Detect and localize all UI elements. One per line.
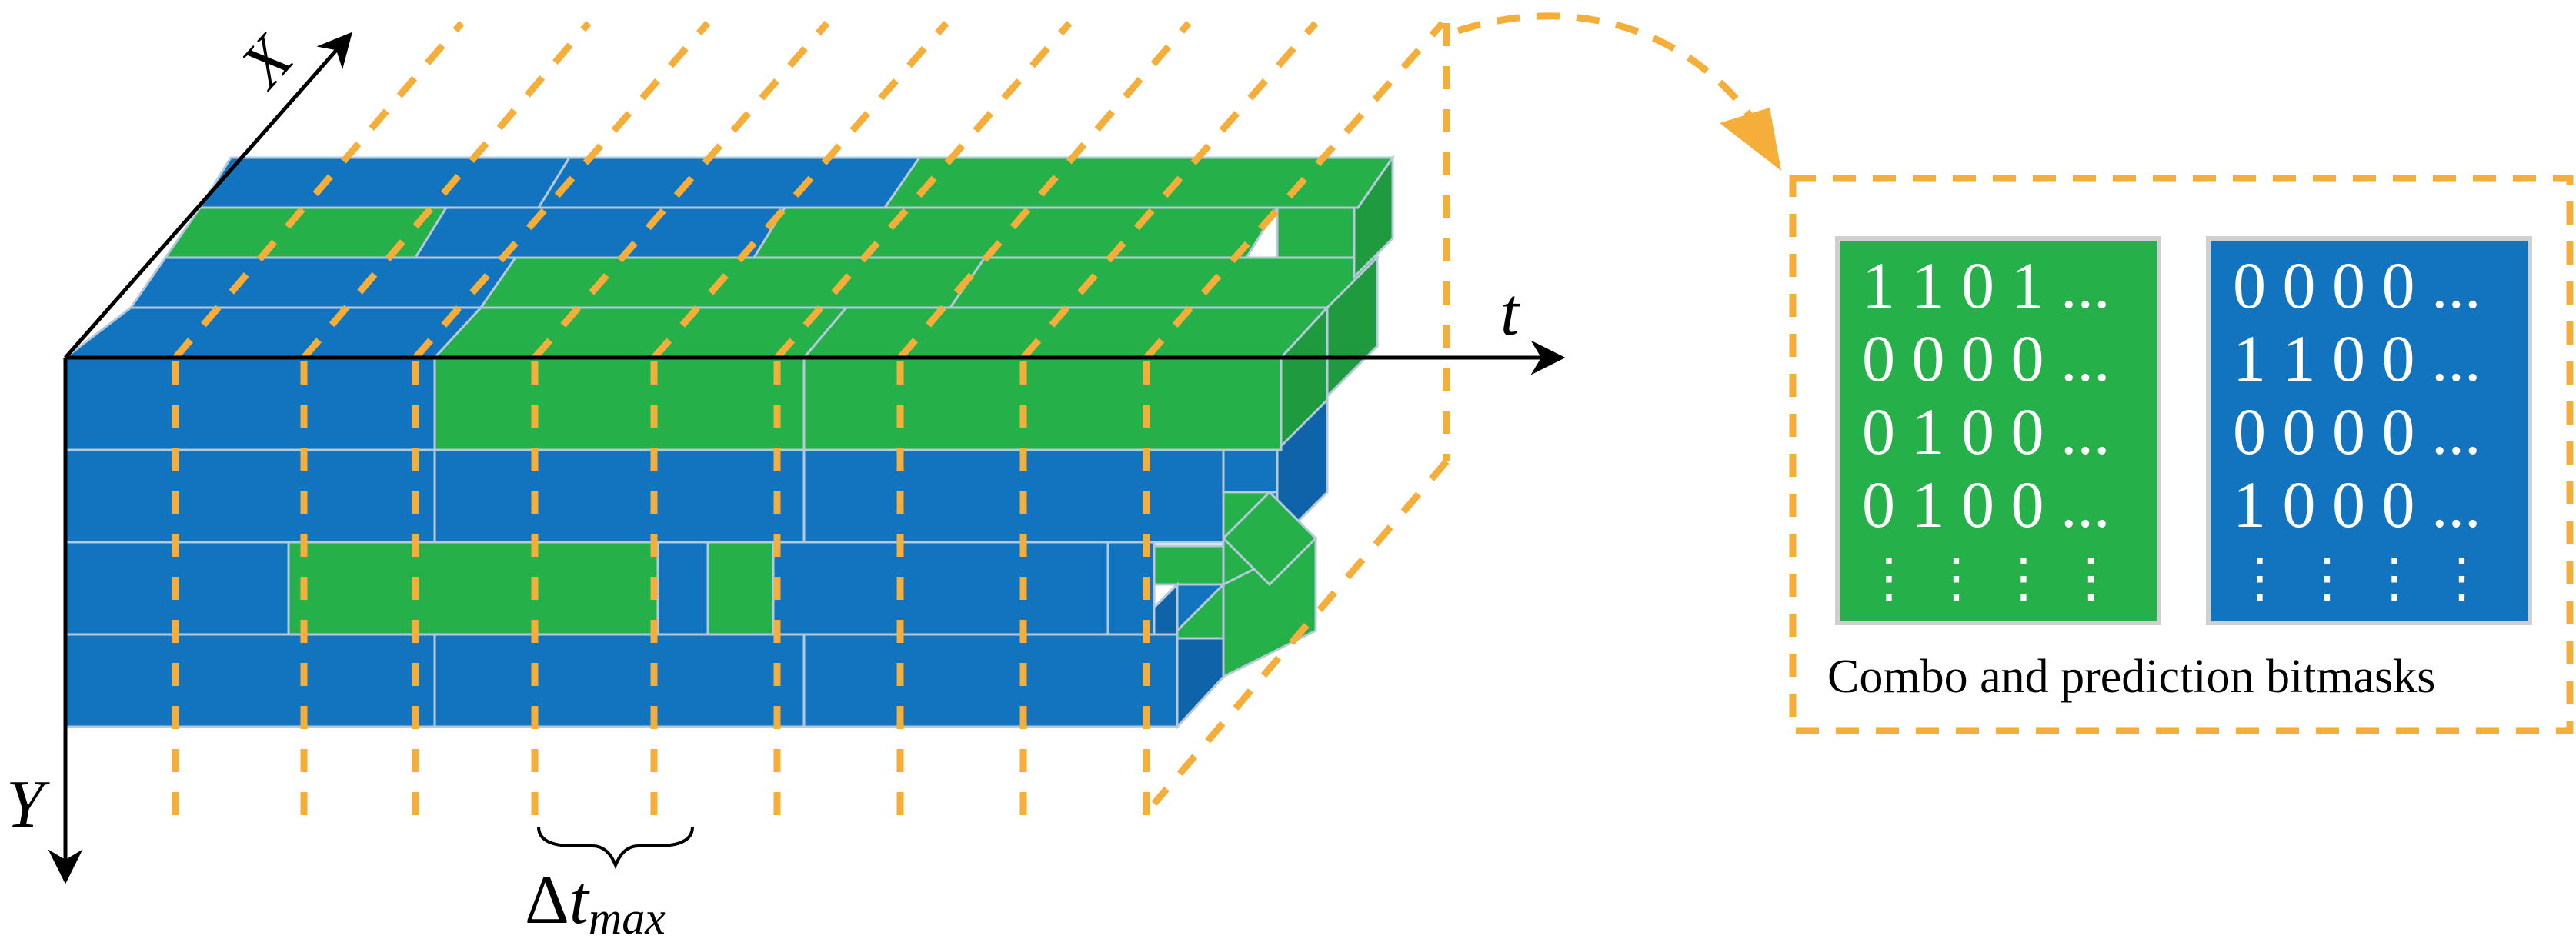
combo-row: 0 1 0 0 ...: [1862, 395, 2111, 468]
top-tile: [413, 206, 787, 259]
combo-dots: ⋮ ⋮ ⋮ ⋮: [1862, 549, 2118, 608]
prediction-row: 1 1 0 0 ...: [2233, 321, 2481, 395]
top-tile: [801, 306, 1330, 359]
prediction-dots: ⋮ ⋮ ⋮ ⋮: [2233, 549, 2489, 608]
front-tile: [656, 541, 709, 636]
time-slice-guides: [172, 21, 1446, 815]
bitmask-caption: Combo and prediction bitmasks: [1827, 651, 2435, 703]
combo-bitmask: 1 1 0 1 ... 0 0 0 0 ... 0 1 0 0 ... 0 1 …: [1835, 236, 2161, 625]
top-tile: [948, 256, 1380, 309]
top-face: [62, 156, 1395, 359]
front-tile: [802, 356, 1283, 451]
top-tile: [198, 156, 572, 209]
combo-row: 1 1 0 1 ...: [1862, 248, 2111, 322]
delta-t-max-label: Δtmax: [525, 862, 666, 939]
side-tile: [1176, 637, 1225, 730]
combo-row: 0 0 0 0 ...: [1862, 321, 2111, 395]
bitmask-panel: [1789, 175, 2574, 734]
top-tile: [128, 256, 518, 309]
front-tile: [802, 633, 1179, 728]
selected-slice-outline: [1151, 23, 1450, 806]
axes: [48, 32, 1566, 884]
delta-brace: [537, 826, 694, 870]
prediction-row: 0 0 0 0 ...: [2233, 248, 2481, 322]
connector-arrowhead: [1720, 108, 1781, 171]
front-tile: [802, 448, 1225, 544]
front-tile: [433, 448, 806, 544]
front-tile: [433, 356, 806, 451]
front-tile: [64, 633, 436, 728]
y-axis-label: Y: [6, 768, 50, 842]
right-face: [1128, 154, 1394, 730]
front-tile: [433, 633, 806, 728]
combo-row: 0 1 0 0 ...: [1862, 468, 2111, 541]
prediction-row: 1 0 0 0 ...: [2233, 468, 2481, 541]
front-tile: [64, 356, 436, 451]
front-tile: [706, 541, 775, 636]
connector-arrow: [1457, 12, 1781, 171]
top-tile: [536, 156, 922, 209]
top-tile: [883, 156, 1395, 209]
side-tile: [1153, 544, 1225, 586]
x-axis: [64, 32, 352, 359]
side-tile: [1276, 206, 1356, 259]
x-axis-label: X: [225, 21, 309, 102]
prediction-row: 0 0 0 0 ...: [2233, 395, 2481, 468]
prediction-bitmask: 0 0 0 0 ... 1 1 0 0 ... 0 0 0 0 ... 1 0 …: [2206, 236, 2532, 625]
top-tile: [752, 206, 1280, 259]
t-axis-label: t: [1500, 275, 1521, 350]
side-tile: [1221, 490, 1318, 587]
front-tile: [287, 541, 659, 636]
top-tile: [479, 256, 987, 309]
front-face: [64, 356, 1283, 728]
front-tile: [772, 541, 1109, 636]
top-tile: [163, 206, 449, 259]
front-tile: [64, 448, 436, 544]
